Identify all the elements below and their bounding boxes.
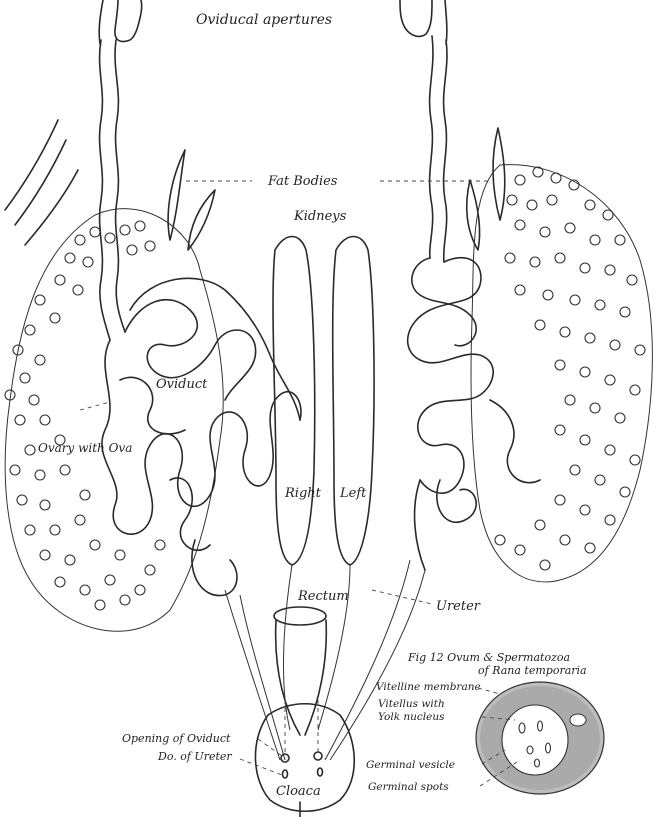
oviduct-lower-left2 bbox=[240, 595, 285, 760]
oviducal-aperture-right bbox=[400, 0, 447, 44]
inset-label-vitellus-with: Vitellus with bbox=[378, 698, 445, 710]
fat-body-left bbox=[5, 120, 215, 250]
kidney-left-side bbox=[333, 237, 374, 566]
oviduct-duct-right-inner bbox=[430, 36, 433, 258]
ureter-leader bbox=[372, 590, 432, 604]
ovum-inset bbox=[476, 682, 604, 794]
oviducal-aperture-left bbox=[99, 0, 141, 44]
fat-body-right bbox=[467, 128, 505, 250]
label-do-of-ureter: Do. of Ureter bbox=[157, 750, 232, 763]
oviduct-duct-left-inner bbox=[115, 40, 125, 332]
cloaca bbox=[255, 700, 354, 817]
inset-leader-1 bbox=[478, 688, 500, 694]
ova-right bbox=[495, 167, 645, 570]
label-left: Left bbox=[339, 486, 367, 501]
inset-label-yolk-nucleus: Yolk nucleus bbox=[378, 711, 445, 723]
oviduct-coil-left bbox=[102, 278, 301, 595]
ovary-right-outline bbox=[471, 165, 652, 582]
oviduct-coil-right bbox=[408, 258, 540, 570]
rectum bbox=[274, 607, 326, 735]
cloaca-leader-ureter bbox=[240, 759, 282, 775]
ovary-left-outline bbox=[5, 209, 223, 632]
oviduct-duct-right bbox=[444, 40, 447, 262]
label-right: Right bbox=[284, 486, 322, 501]
label-ovary-with-ova: Ovary with Ova bbox=[38, 441, 132, 455]
inset-label-vitelline-membrane: Vitelline membrane bbox=[376, 681, 481, 693]
inset-label-germinal-vesicle: Germinal vesicle bbox=[366, 759, 455, 771]
inset-caption-line2: of Rana temporaria bbox=[478, 664, 587, 677]
cloaca-leader-oviduct bbox=[258, 739, 282, 756]
label-oviducal-apertures: Oviducal apertures bbox=[196, 12, 332, 28]
label-oviduct: Oviduct bbox=[156, 377, 208, 392]
label-ureter: Ureter bbox=[436, 599, 481, 614]
inset-caption-line1: Fig 12 Ovum & Spermatozoa bbox=[407, 651, 570, 664]
label-fat-bodies: Fat Bodies bbox=[267, 174, 338, 189]
ova-left bbox=[5, 221, 165, 610]
label-rectum: Rectum bbox=[297, 589, 349, 604]
label-cloaca: Cloaca bbox=[276, 784, 321, 799]
ovary-leader bbox=[80, 402, 110, 410]
inset-label-germinal-spots: Germinal spots bbox=[368, 781, 449, 793]
label-kidneys: Kidneys bbox=[293, 209, 347, 224]
label-opening-of-oviduct: Opening of Oviduct bbox=[122, 732, 231, 745]
oviduct-lower-left bbox=[225, 590, 280, 760]
oviduct-duct-left bbox=[100, 40, 110, 340]
